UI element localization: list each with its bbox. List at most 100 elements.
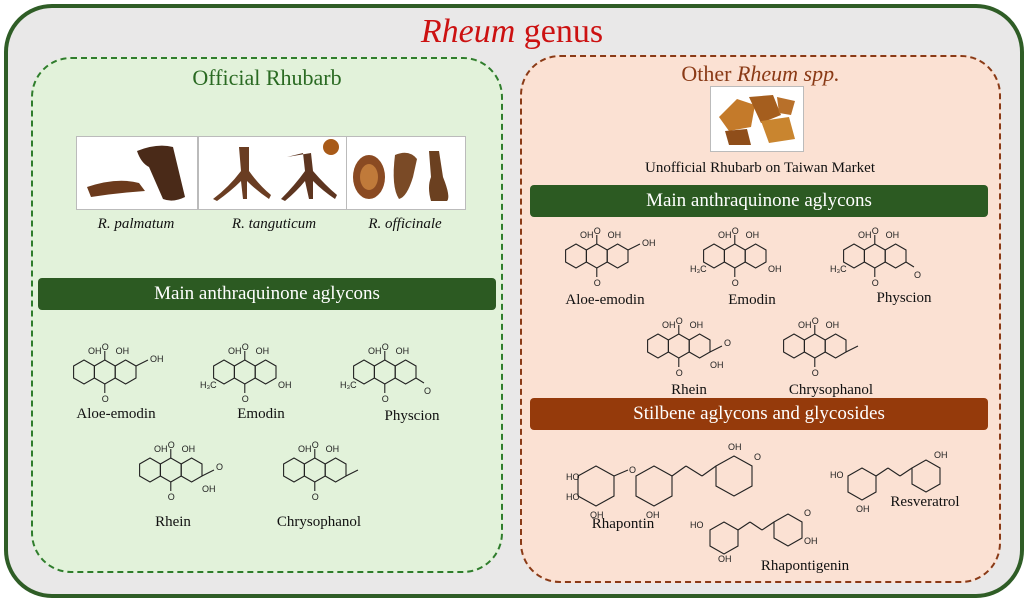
other-heading-plain: Other (681, 61, 737, 86)
atom-oh-8: OH (690, 320, 704, 330)
title-rest: genus (515, 13, 604, 50)
ring-system (783, 325, 859, 367)
ring-center (233, 359, 256, 385)
photo-unofficial-rhubarb (710, 86, 804, 152)
atom-oh-3: OH (278, 380, 292, 390)
atom-oh-8: OH (396, 346, 410, 356)
species-label-palmatum: R. palmatum (97, 216, 175, 232)
photo-caption: Unofficial Rhubarb on Taiwan Market (644, 160, 875, 176)
ring-left (565, 243, 587, 269)
ring-system (647, 325, 723, 367)
carboxyl-bond (201, 469, 215, 477)
atom-oh-8: OH (826, 320, 840, 330)
photo-r-palmatum (76, 136, 198, 210)
ring-center (159, 457, 182, 483)
ring-center (373, 359, 396, 385)
atom-oh-hydroxymethyl: OH (642, 238, 656, 248)
ring-right (254, 359, 277, 385)
svg-text:OH: OH (646, 510, 660, 520)
atom-oh-1: OH (228, 346, 242, 356)
official-heading: Official Rhubarb (192, 65, 342, 90)
atom-o-bottom: O (732, 278, 739, 288)
atom-oh-1: OH (154, 444, 168, 454)
svg-text:O: O (629, 465, 636, 475)
atom-oh-1: OH (298, 444, 312, 454)
svg-text:OH: OH (718, 554, 732, 564)
atom-o-top: O (594, 226, 601, 236)
ring-left (139, 457, 161, 483)
root-illustration-palmatum (87, 145, 185, 201)
ring-system (139, 449, 215, 491)
official-banner: Main anthraquinone aglycons (38, 278, 496, 310)
ring-left (73, 359, 95, 385)
ring-right (606, 243, 629, 269)
compound-label-rhein-other: Rhein (671, 382, 707, 398)
atom-h3c: H₃C (340, 380, 357, 390)
atom-oh-1: OH (88, 346, 102, 356)
svg-text:OH: OH (804, 536, 818, 546)
compound-label-physcion-other: Physcion (876, 290, 932, 306)
ring-system (213, 351, 277, 393)
atom-o-bottom: O (812, 368, 819, 378)
compound-label-resveratrol: Resveratrol (890, 494, 960, 510)
compound-label-rhapontigenin: Rhapontigenin (760, 558, 850, 574)
official-rhubarb-panel (31, 57, 503, 573)
ring-system (843, 235, 915, 277)
atom-oh-1: OH (368, 346, 382, 356)
ring-right (394, 359, 417, 385)
ring-left (353, 359, 375, 385)
atom-o-methoxy: O (914, 270, 921, 280)
svg-text:OH: OH (856, 504, 870, 514)
atom-o-methoxy: O (424, 386, 431, 396)
compound-label-emodin-other: Emodin (728, 292, 776, 308)
ring-system (283, 449, 359, 491)
atom-oh-8: OH (608, 230, 622, 240)
atom-h3c: H₃C (690, 264, 707, 274)
ring-left (783, 333, 805, 359)
other-banner-stilbenes: Stilbene aglycons and glycosides (530, 398, 988, 430)
title-italic: Rheum (420, 13, 516, 50)
atom-o-bottom: O (676, 368, 683, 378)
atom-o-bottom: O (594, 278, 601, 288)
carboxyl-bond (709, 345, 723, 353)
atom-o-carboxyl: O (724, 338, 731, 348)
root-illustration-tanguticum (213, 139, 339, 201)
ring-system (73, 351, 149, 393)
ring-left (703, 243, 725, 269)
svg-text:O: O (804, 508, 811, 518)
atom-oh-8: OH (326, 444, 340, 454)
photo-r-officinale (346, 136, 466, 210)
atom-h3c: H₃C (830, 264, 847, 274)
svg-text:OH: OH (590, 510, 604, 520)
ring-right (744, 243, 767, 269)
svg-text:HO: HO (566, 492, 580, 502)
ring-right (824, 333, 847, 359)
hydroxymethyl-bond (135, 359, 149, 367)
compound-label-chrysophanol-official: Chrysophanol (276, 514, 362, 530)
svg-text:HO: HO (566, 472, 580, 482)
atom-oh-carboxyl: OH (202, 484, 216, 494)
atom-oh-8: OH (116, 346, 130, 356)
compound-label-aloe-emodin-official: Aloe-emodin (76, 406, 156, 422)
other-heading: Other Rheum spp. (520, 60, 1001, 88)
atom-oh-8: OH (746, 230, 760, 240)
root-pieces-illustration (719, 95, 795, 145)
atom-o-top: O (676, 316, 683, 326)
ring-center (803, 333, 826, 359)
ring-center (585, 243, 608, 269)
atom-o-bottom: O (242, 394, 249, 404)
svg-text:HO: HO (830, 470, 844, 480)
atom-o-top: O (102, 342, 109, 352)
atom-oh-1: OH (798, 320, 812, 330)
ring-right (180, 457, 203, 483)
methoxy-bond (415, 377, 425, 384)
